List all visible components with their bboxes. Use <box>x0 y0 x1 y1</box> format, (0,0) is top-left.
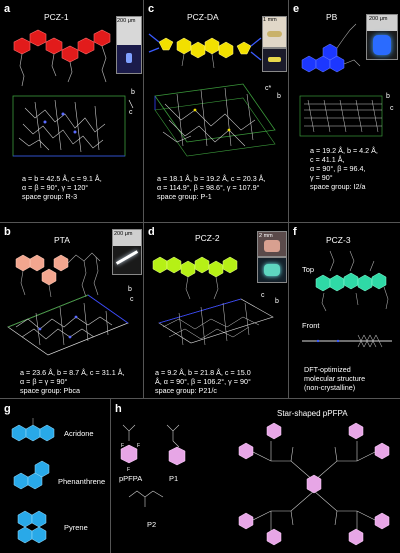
lattice-params-a: a = b = 42.5 Å, c = 9.1 Å, α = β = 90°, … <box>22 174 102 201</box>
molecule-title-pta: PTA <box>54 235 70 245</box>
panel-label-f: f <box>293 226 297 238</box>
svg-text:F: F <box>137 443 140 449</box>
lattice-line: space group: R-3 <box>22 192 78 201</box>
panel-label-c: c <box>148 3 155 15</box>
axis-c-a: c <box>129 109 133 116</box>
scale-bar-c: 1 mm <box>263 17 277 23</box>
lattice-params-b: a = 23.6 Å, b = 8.7 Å, c = 31.1 Å, α = β… <box>20 368 125 395</box>
molecule-pb <box>301 23 361 73</box>
crystal-photo-a <box>116 16 142 74</box>
p2-label: P2 <box>147 520 156 529</box>
crystal-photo-c-fluorescence <box>262 48 287 72</box>
note-line: molecular structure <box>304 374 366 383</box>
lattice-line: a = 18.1 Å, b = 19.2 Å, c = 20.3 Å, <box>157 174 266 183</box>
lattice-line: Å, α = 90°, β = 106.2°, γ = 90° <box>155 377 251 386</box>
axis-c-e: c <box>390 105 394 112</box>
lattice-params-e: a = 19.2 Å, b = 4.2 Å, c = 41.1 Å, α = 9… <box>310 146 378 191</box>
panel-label-d: d <box>148 226 155 238</box>
molecule-pcz3-front-view <box>302 334 392 348</box>
axis-b-a: b <box>131 89 135 96</box>
axis-b-c: b <box>277 93 281 100</box>
panel-g: g Acridone Phenanthrene Pyrene <box>0 399 110 553</box>
p1-label: P1 <box>169 474 178 483</box>
molecule-title-pczda: PCZ-DA <box>187 12 219 22</box>
acridone-label: Acridone <box>64 429 94 438</box>
panel-b: b PTA 200 μm b c a = 23.6 Å, b = <box>0 223 143 398</box>
lattice-line: α = β = 90°, γ = 120° <box>22 183 89 192</box>
molecule-title-pb: PB <box>326 12 338 22</box>
axis-cstar-c: c* <box>265 85 272 92</box>
svg-text:F: F <box>127 467 130 473</box>
crystal-photo-d <box>257 231 287 257</box>
panel-c: c PCZ-DA 1 mm c* b <box>145 0 288 222</box>
linear-polymers: F F F pPFPA P1 P2 <box>119 424 186 529</box>
molecule-title-pcz1: PCZ-1 <box>44 12 69 22</box>
star-pfpa-title: Star-shaped pPFPA <box>277 409 348 418</box>
lattice-line: γ = 90° <box>310 173 333 182</box>
molecule-pczda <box>148 33 262 69</box>
axis-b-b: b <box>128 286 132 293</box>
crystal-packing-e: b c <box>299 93 394 137</box>
crystal-photo-e <box>366 14 398 60</box>
molecule-title-pcz3: PCZ-3 <box>326 235 351 245</box>
svg-text:F: F <box>121 443 124 449</box>
crystal-photo-b <box>112 229 142 275</box>
scale-bar-d: 2 mm <box>259 233 273 239</box>
scale-bar-b: 200 μm <box>114 231 133 237</box>
lattice-line: α = 114.9°, β = 98.6°, γ = 107.9° <box>157 183 260 192</box>
lattice-params-d: a = 9.2 Å, b = 21.8 Å, c = 15.0 Å, α = 9… <box>155 368 251 395</box>
note-line: (non-crystalline) <box>304 383 356 392</box>
panel-d: d PCZ-2 2 mm c b a = 9.2 Å, b = 21.8 <box>145 223 288 398</box>
acridone-structure <box>11 418 55 442</box>
molecule-pta <box>15 252 101 298</box>
crystal-packing-b: b c <box>7 286 134 356</box>
lattice-line: α = β = γ = 90° <box>20 377 68 386</box>
pyrene-structure <box>17 510 47 544</box>
lattice-line: a = b = 42.5 Å, c = 9.1 Å, <box>22 174 102 183</box>
lattice-line: a = 19.2 Å, b = 4.2 Å, <box>310 146 378 155</box>
dft-note-f: DFT-optimized molecular structure (non-c… <box>304 365 365 392</box>
lattice-line: space group: P21/c <box>155 386 217 395</box>
view-label-front: Front <box>302 321 320 330</box>
panel-h: h Star-shaped pPFPA F F F pPFPA P1 P2 <box>111 399 400 553</box>
panel-label-e: e <box>293 3 300 15</box>
phenanthrene-label: Phenanthrene <box>58 477 106 486</box>
axis-b-e: b <box>386 93 390 100</box>
panel-label-h: h <box>115 403 122 415</box>
axis-c-d: c <box>261 292 265 299</box>
note-line: DFT-optimized <box>304 365 351 374</box>
crystal-photo-d-fluorescence <box>257 257 287 283</box>
crystal-packing-c: c* b <box>154 83 281 157</box>
crystal-photo-c <box>262 16 287 48</box>
star-polymer <box>238 422 390 546</box>
molecule-pcz1 <box>13 29 111 87</box>
axis-c-b: c <box>130 296 134 303</box>
crystal-packing-d: c b <box>158 292 279 346</box>
lattice-line: a = 9.2 Å, b = 21.8 Å, c = 15.0 <box>155 368 251 377</box>
lattice-line: space group: P-1 <box>157 192 212 201</box>
panel-label-b: b <box>4 226 11 238</box>
view-label-top: Top <box>302 265 315 274</box>
lattice-params-c: a = 18.1 Å, b = 19.2 Å, c = 20.3 Å, α = … <box>157 174 266 201</box>
lattice-line: c = 41.1 Å, <box>310 155 345 164</box>
panel-e: e PB 200 μm b c a = 19.2 Å, b = 4.2 Å, c… <box>290 0 400 222</box>
panel-a: a PCZ-1 200 μm b <box>0 0 143 222</box>
panel-label-g: g <box>4 403 11 415</box>
lattice-line: space group: I2/a <box>310 182 366 191</box>
lattice-line: α = 90°, β = 96.4, <box>310 164 366 173</box>
panel-f: f PCZ-3 Top Front DFT-optimized molecula… <box>290 223 400 398</box>
phenanthrene-structure <box>13 460 50 490</box>
scale-bar-e: 200 μm <box>369 16 388 22</box>
pfpa-label: pPFPA <box>119 474 142 483</box>
axis-b-d: b <box>275 298 279 305</box>
lattice-line: space group: Pbca <box>20 386 80 395</box>
molecule-pcz3-top-view <box>315 250 389 312</box>
scale-bar-a: 200 μm <box>117 18 136 24</box>
panel-label-a: a <box>4 3 11 15</box>
crystal-packing-a: b c <box>12 89 135 157</box>
lattice-line: a = 23.6 Å, b = 8.7 Å, c = 31.1 Å, <box>20 368 125 377</box>
pyrene-label: Pyrene <box>64 523 88 532</box>
molecule-pcz2 <box>152 256 238 300</box>
molecule-title-pcz2: PCZ-2 <box>195 233 220 243</box>
